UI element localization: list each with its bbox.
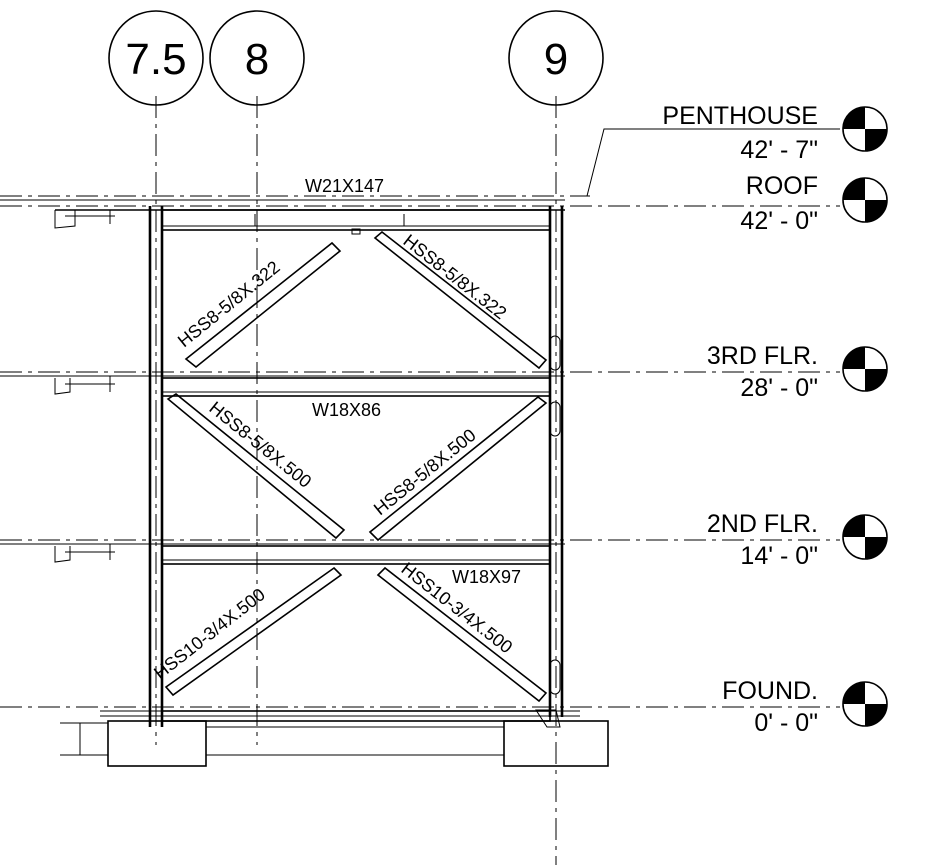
level-marker-2nd-flr[interactable]: [842, 514, 888, 560]
column-grid-9[interactable]: [548, 206, 564, 717]
grid-label-9: 9: [544, 35, 568, 84]
brace-mid-left[interactable]: [166, 393, 346, 540]
level-name-2nd-flr: 2ND FLR.: [707, 510, 818, 538]
foundation: [60, 709, 609, 767]
third-floor-beam-label: W18X86: [312, 400, 381, 420]
gusset-plate-roof: [549, 335, 561, 371]
third-floor-beam[interactable]: [161, 377, 551, 397]
grid-label-8: 8: [245, 35, 269, 84]
level-elevation-roof: 42' - 0": [740, 207, 818, 235]
grid-bubble-8[interactable]: 8: [209, 10, 305, 106]
brace-mid-left-label: HSS8-5/8X.500: [205, 398, 315, 492]
grid-bubble-9[interactable]: 9: [508, 10, 604, 106]
brace-mid-right-label: HSS8-5/8X.500: [370, 425, 480, 519]
roof-beam-label: W21X147: [305, 176, 384, 196]
brace-top-right-label: HSS8-5/8X.322: [400, 230, 511, 323]
gusset-plate-found: [549, 659, 561, 695]
penthouse-leader: [586, 128, 840, 197]
brace-bot-left[interactable]: [164, 566, 343, 697]
brace-top-right[interactable]: [373, 230, 548, 370]
column-grid-7-5[interactable]: [148, 206, 164, 727]
foundation-beam[interactable]: [100, 710, 580, 722]
level-marker-roof[interactable]: [842, 177, 888, 223]
level-marker-penthouse[interactable]: [842, 106, 888, 152]
level-name-penthouse: PENTHOUSE: [662, 102, 818, 130]
level-elevation-penthouse: 42' - 7": [740, 136, 818, 164]
brace-top-left[interactable]: [184, 241, 342, 369]
brace-mid-right[interactable]: [368, 395, 548, 542]
level-marker-found[interactable]: [842, 681, 888, 727]
grid-bubble-7-5[interactable]: 7.5: [108, 10, 204, 106]
second-floor-beam[interactable]: [161, 545, 551, 565]
brace-top-left-label: HSS8-5/8X.322: [174, 257, 284, 351]
level-name-3rd-flr: 3RD FLR.: [707, 342, 818, 370]
roof-deck: [0, 199, 565, 229]
third-floor-deck: [0, 375, 565, 395]
level-marker-3rd-flr[interactable]: [842, 346, 888, 392]
second-floor-beam-label: W18X97: [452, 567, 521, 587]
second-floor-deck: [0, 543, 565, 563]
grid-label-7-5: 7.5: [125, 35, 186, 84]
gusset-plate-3rd: [549, 401, 561, 437]
roof-beam[interactable]: [161, 209, 551, 231]
roof-beam-tab: [351, 228, 361, 235]
level-elevation-found: 0' - 0": [754, 709, 818, 737]
level-name-roof: ROOF: [746, 172, 818, 200]
level-elevation-3rd-flr: 28' - 0": [740, 374, 818, 402]
brace-bot-right[interactable]: [376, 566, 548, 703]
level-elevation-2nd-flr: 14' - 0": [740, 542, 818, 570]
level-name-found: FOUND.: [722, 677, 818, 705]
